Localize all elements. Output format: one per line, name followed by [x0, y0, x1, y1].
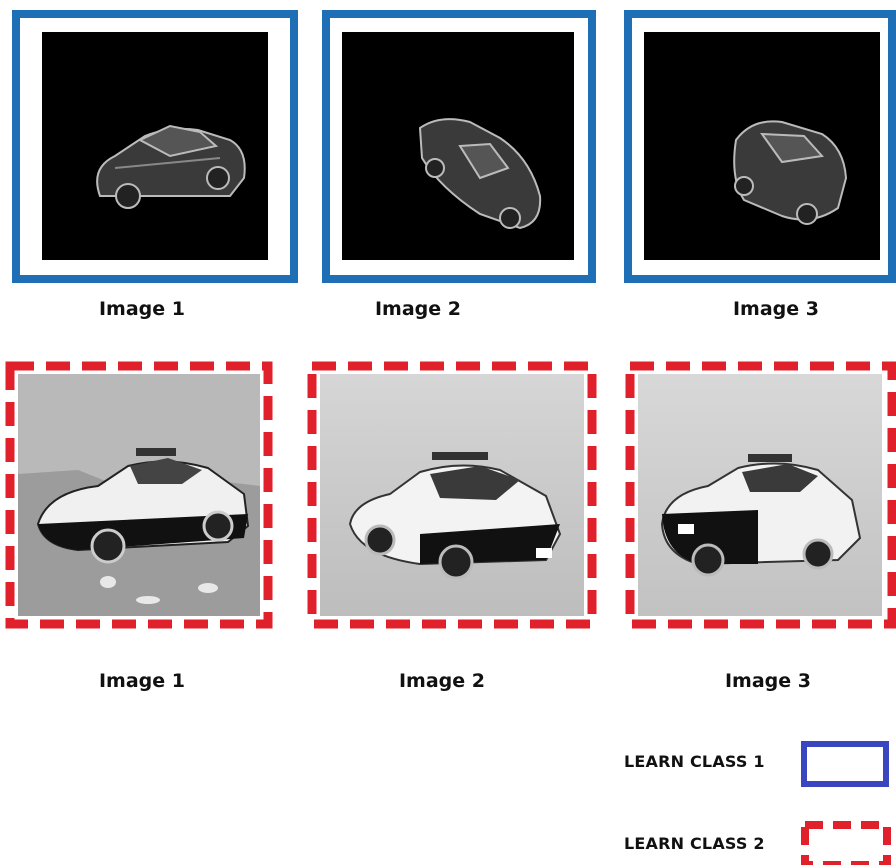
class1-frame-2 — [322, 10, 596, 283]
legend-class1-swatch — [801, 741, 889, 787]
class1-caption-2: Image 2 — [374, 298, 461, 320]
police-car-photo-icon — [348, 452, 562, 580]
class2-image-3 — [638, 374, 882, 616]
class2-frame-2 — [306, 360, 598, 630]
legend-class1-label: LEARN CLASS 1 — [624, 752, 765, 771]
class2-image-1 — [18, 374, 260, 616]
police-car-photo-icon — [36, 448, 250, 564]
class1-image-1 — [42, 32, 268, 260]
car-silhouette-icon — [96, 124, 246, 209]
class1-frame-1 — [12, 10, 298, 283]
class2-caption-3: Image 3 — [724, 670, 811, 692]
class2-image-2 — [320, 374, 584, 616]
class2-frame-1 — [4, 360, 274, 630]
class1-caption-1: Image 1 — [98, 298, 185, 320]
class2-caption-2: Image 2 — [398, 670, 485, 692]
car-silhouette-icon — [418, 118, 542, 230]
legend-class2-label: LEARN CLASS 2 — [624, 834, 765, 853]
legend-class2-swatch — [801, 821, 891, 865]
police-car-photo-icon — [660, 454, 862, 577]
car-silhouette-icon — [733, 120, 848, 225]
class1-image-3 — [644, 32, 880, 260]
class2-frame-3 — [624, 360, 896, 630]
class1-frame-3 — [624, 10, 896, 283]
class2-caption-1: Image 1 — [98, 670, 185, 692]
class1-caption-3: Image 3 — [732, 298, 819, 320]
class1-image-2 — [342, 32, 574, 260]
